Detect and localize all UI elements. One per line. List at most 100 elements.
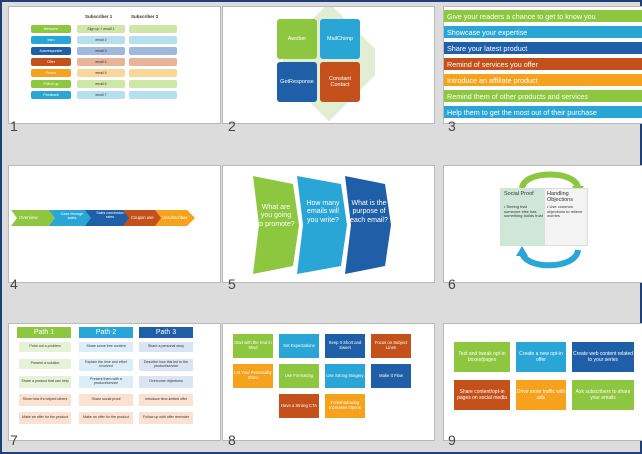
s6-right-title: Handling Objections	[547, 191, 573, 204]
s7-step: Show how it's helped others	[19, 394, 71, 406]
s1-cell	[129, 80, 177, 88]
s1-cell: email 4	[77, 58, 125, 66]
slide-thumbnail-6[interactable]: Social Proof • Seeing that someone else …	[443, 165, 642, 283]
s7-step: Introduce time-limited offer	[139, 394, 193, 406]
s8-tile: Foreshadowing Increases Opens	[325, 394, 365, 418]
s1-row-label: Feedback	[31, 91, 71, 99]
s7-step: Present them with a product/service	[79, 376, 133, 388]
slide-number-6: 6	[448, 276, 456, 292]
s5-question-3: What is the purpose of each email?	[350, 200, 388, 224]
slide-number-4: 4	[10, 276, 18, 292]
s8-tile: Use Strong Imagery	[325, 364, 365, 388]
s8-tile: Have a Strong CTA	[279, 394, 319, 418]
s7-step: Describe how this led to the product/ser…	[139, 359, 193, 371]
s1-cell	[129, 69, 177, 77]
s1-cell: email 3	[77, 47, 125, 55]
slide-number-8: 8	[228, 432, 236, 448]
s9-tile: Create a new opt-in offer	[516, 342, 566, 372]
s9-tile: Drive more traffic with ads	[516, 380, 566, 410]
s1-row-label: Intro	[31, 36, 71, 44]
s7-step: Share social proof	[79, 394, 133, 406]
s1-col2-header: Subscriber 2	[131, 14, 159, 19]
s7-step: Share some free content	[79, 342, 133, 352]
s8-tile: Keep It Short and Sweet	[325, 334, 365, 358]
s7-step: Explain the time and effort involved	[79, 359, 133, 371]
s9-tile: Test and tweak opt-in boxes/pages	[454, 342, 510, 372]
s7-step: Present a solution	[19, 359, 71, 369]
s7-step: Follow up with offer reminder	[139, 412, 193, 424]
s8-tile: Let Your Personality Show	[233, 364, 273, 388]
s8-tile: Use Formatting	[279, 364, 319, 388]
s5-question-1: What are you going to promote?	[257, 204, 295, 228]
s1-cell: email 6	[77, 80, 125, 88]
s1-cell: email 7	[77, 91, 125, 99]
s1-cell	[129, 58, 177, 66]
s7-step: Share a product that can help	[19, 376, 71, 388]
s1-cell	[129, 25, 177, 33]
s1-cell	[129, 47, 177, 55]
slide-thumbnail-2[interactable]: Aweber MailChimp GetResponse Constant Co…	[222, 6, 435, 124]
s1-cell	[129, 36, 177, 44]
slide-number-5: 5	[228, 276, 236, 292]
s2-tile-mailchimp: MailChimp	[320, 19, 360, 59]
s8-tile: Focus on Subject Lines	[371, 334, 411, 358]
s7-header-path3: Path 3	[139, 327, 193, 338]
s8-tile: Set Expectations	[279, 334, 319, 358]
s3-item: Help them to get the most out of their p…	[444, 106, 642, 118]
s1-cell	[129, 91, 177, 99]
s2-tile-aweber: Aweber	[277, 19, 317, 59]
s1-row-label: Autoresponder	[31, 47, 71, 55]
s3-item: Introduce an affiliate product	[444, 74, 642, 86]
s4-arrow-process	[11, 210, 195, 226]
s7-header-path1: Path 1	[17, 327, 71, 338]
slide-thumbnail-1[interactable]: Subscriber 1 Subscriber 2 Welcome Sign u…	[8, 6, 221, 124]
s5-chevrons	[253, 176, 391, 274]
slide-thumbnail-9[interactable]: Test and tweak opt-in boxes/pages Create…	[443, 323, 642, 441]
s1-row-label: Promo	[31, 69, 71, 77]
slide-thumbnail-3[interactable]: Give your readers a chance to get to kno…	[443, 6, 642, 124]
s3-item: Remind them of other products and servic…	[444, 90, 642, 102]
s3-item: Give your readers a chance to get to kno…	[444, 10, 642, 22]
s7-step: Overcome objections	[139, 376, 193, 388]
slide-number-1: 1	[10, 118, 18, 134]
s6-left-body: • Seeing that someone else has something…	[504, 204, 543, 219]
slide-number-3: 3	[448, 118, 456, 134]
s4-step: Sales conversion rates	[96, 211, 124, 219]
s8-tile: Make It Flow	[371, 364, 411, 388]
slide-thumbnail-4[interactable]: Overview Case through sales Sales conver…	[8, 165, 221, 283]
slide-number-9: 9	[448, 432, 456, 448]
slide-number-7: 7	[10, 432, 18, 448]
s1-cell: email 5	[77, 69, 125, 77]
slide-thumbnail-7[interactable]: Path 1 Path 2 Path 3 Point out a problem…	[8, 323, 221, 441]
s9-tile: Share content/opt-in pages on social med…	[454, 380, 510, 410]
s4-step: Coupon use	[131, 215, 154, 220]
s3-item: Showcase your expertise	[444, 26, 642, 38]
s7-step: Make an offer for the product	[19, 412, 71, 424]
s4-step: Case through sales	[60, 212, 84, 220]
s7-header-path2: Path 2	[79, 327, 133, 338]
slide-thumbnail-8[interactable]: Start with the End in Mind Set Expectati…	[222, 323, 435, 441]
s6-right-box	[544, 188, 588, 246]
s1-row-label: Follow up	[31, 80, 71, 88]
s2-tile-constant-contact: Constant Contact	[320, 62, 360, 102]
s3-item: Share your latest product	[444, 42, 642, 54]
s1-cell: Sign up + email 1	[77, 25, 125, 33]
s1-cell: email 2	[77, 36, 125, 44]
slide-number-2: 2	[228, 118, 236, 134]
s1-col1-header: Subscriber 1	[85, 14, 113, 19]
s7-step: Make an offer for the product	[79, 412, 133, 424]
s6-left-title: Social Proof	[504, 191, 534, 197]
s4-step: Overview	[19, 215, 38, 220]
s5-question-2: How many emails will you write?	[306, 200, 340, 224]
s2-tile-getresponse: GetResponse	[277, 62, 317, 102]
s1-row-label: Welcome	[31, 25, 71, 33]
s7-step: Point out a problem	[19, 342, 71, 352]
s6-right-body: • Use common objections to relieve worri…	[547, 204, 583, 219]
s4-step: Unsubscribes	[162, 215, 188, 220]
s9-tile: Create web content related to your serie…	[572, 342, 634, 372]
s7-step: Share a personal story	[139, 342, 193, 352]
s9-tile: Ask subscribers to share your emails	[572, 380, 634, 410]
s3-item: Remind of services you offer	[444, 58, 642, 70]
slide-thumbnail-5[interactable]: What are you going to promote? How many …	[222, 165, 435, 283]
